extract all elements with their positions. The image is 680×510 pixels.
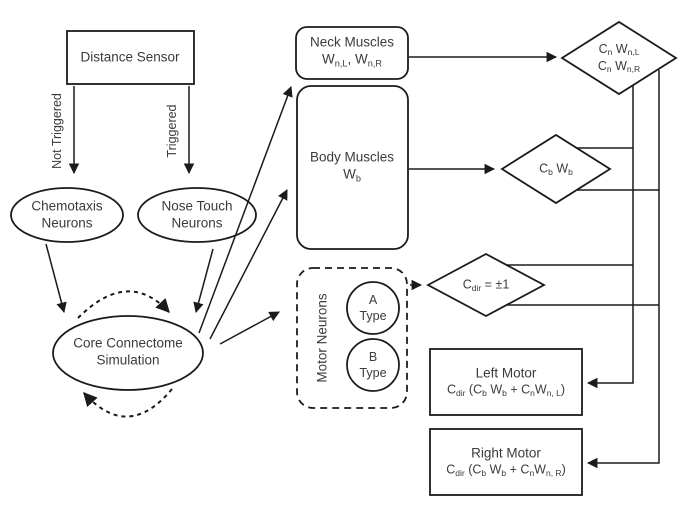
nose-touch-ellipse [137, 187, 257, 243]
neck-weight-diamond-label: Cn Wn,L Cn Wn,R [597, 41, 641, 75]
neck-muscles-box [295, 26, 409, 80]
a-type-circle [346, 281, 400, 335]
left-motor-box [429, 348, 583, 416]
neck-muscles-label: Neck Muscles Wn,L, Wn,R [309, 34, 395, 69]
distance-sensor-box [66, 30, 195, 85]
right-motor-box [429, 428, 583, 496]
not-triggered-label: Not Triggered [50, 93, 64, 169]
b-type-circle [346, 338, 400, 392]
core-self-loop-bottom [83, 388, 173, 418]
arrow-core-to-motor-neurons [219, 311, 280, 345]
core-connectome-label: Core Connectome Simulation [73, 335, 183, 368]
body-weight-diamond [500, 133, 612, 205]
body-muscles-label: Body Muscles Wb [309, 149, 395, 184]
left-motor-label: Left Motor Cdir (Cb Wb + CnWn, L) [446, 365, 566, 399]
connector-left-channel [586, 85, 634, 389]
b-type-label: B Type [359, 350, 387, 380]
connector-right-channel [586, 70, 660, 469]
arrow-nose-touch-to-core [193, 248, 214, 314]
triggered-label: Triggered [165, 104, 179, 158]
right-motor-label: Right Motor Cdir (Cb Wb + CnWn, R) [446, 445, 566, 479]
nose-touch-label: Nose Touch Neurons [161, 198, 233, 231]
direction-diamond-label: Cdir = ±1 [462, 277, 510, 293]
body-muscles-box [296, 85, 409, 250]
motor-neurons-label: Motor Neurons [314, 293, 330, 383]
chemotaxis-label: Chemotaxis Neurons [31, 198, 103, 231]
a-type-label: A Type [359, 293, 387, 323]
core-connectome-ellipse [52, 315, 204, 391]
arrow-core-to-neck-muscles [198, 86, 293, 334]
distance-sensor-label: Distance Sensor [80, 49, 180, 65]
core-self-loop-top [77, 290, 170, 319]
body-weight-diamond-label: Cb Wb [539, 161, 573, 177]
chemotaxis-ellipse [10, 187, 124, 243]
neck-weight-diamond [560, 20, 678, 96]
direction-diamond [426, 252, 546, 318]
arrow-core-to-body-muscles [209, 189, 288, 340]
arrow-chemotaxis-to-core [45, 243, 67, 314]
